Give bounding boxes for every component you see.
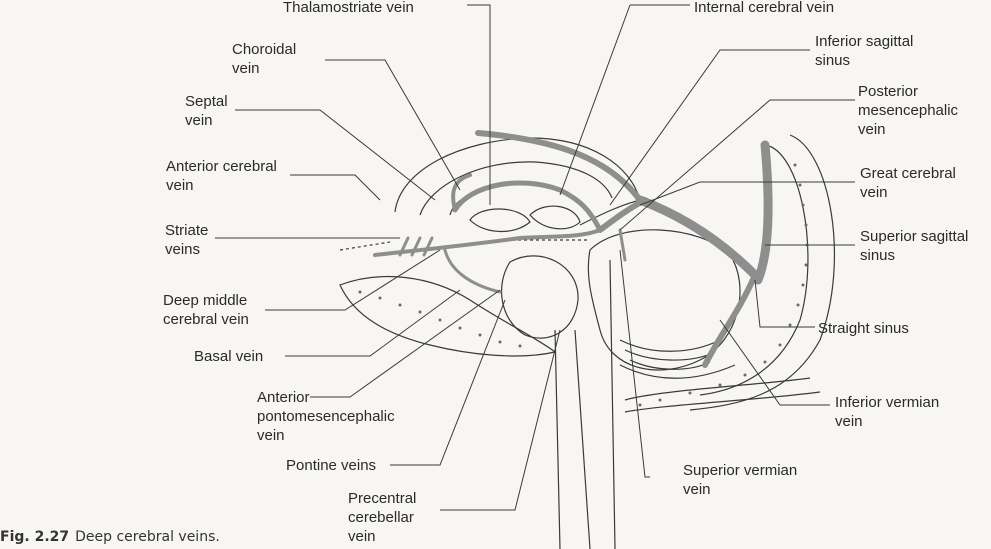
label-thalamostriate-vein: Thalamostriate vein bbox=[283, 0, 414, 17]
label-basal-vein: Basal vein bbox=[194, 347, 263, 366]
figure-number: Fig. 2.27 bbox=[0, 529, 69, 545]
label-straight-sinus: Straight sinus bbox=[818, 319, 909, 338]
label-internal-cerebral-vein: Internal cerebral vein bbox=[694, 0, 834, 17]
figure-caption: Fig. 2.27 Deep cerebral veins. bbox=[0, 529, 220, 545]
figure-caption-text: Deep cerebral veins. bbox=[75, 529, 220, 545]
bone-texture bbox=[359, 164, 809, 407]
label-pontine-veins: Pontine veins bbox=[286, 456, 376, 475]
